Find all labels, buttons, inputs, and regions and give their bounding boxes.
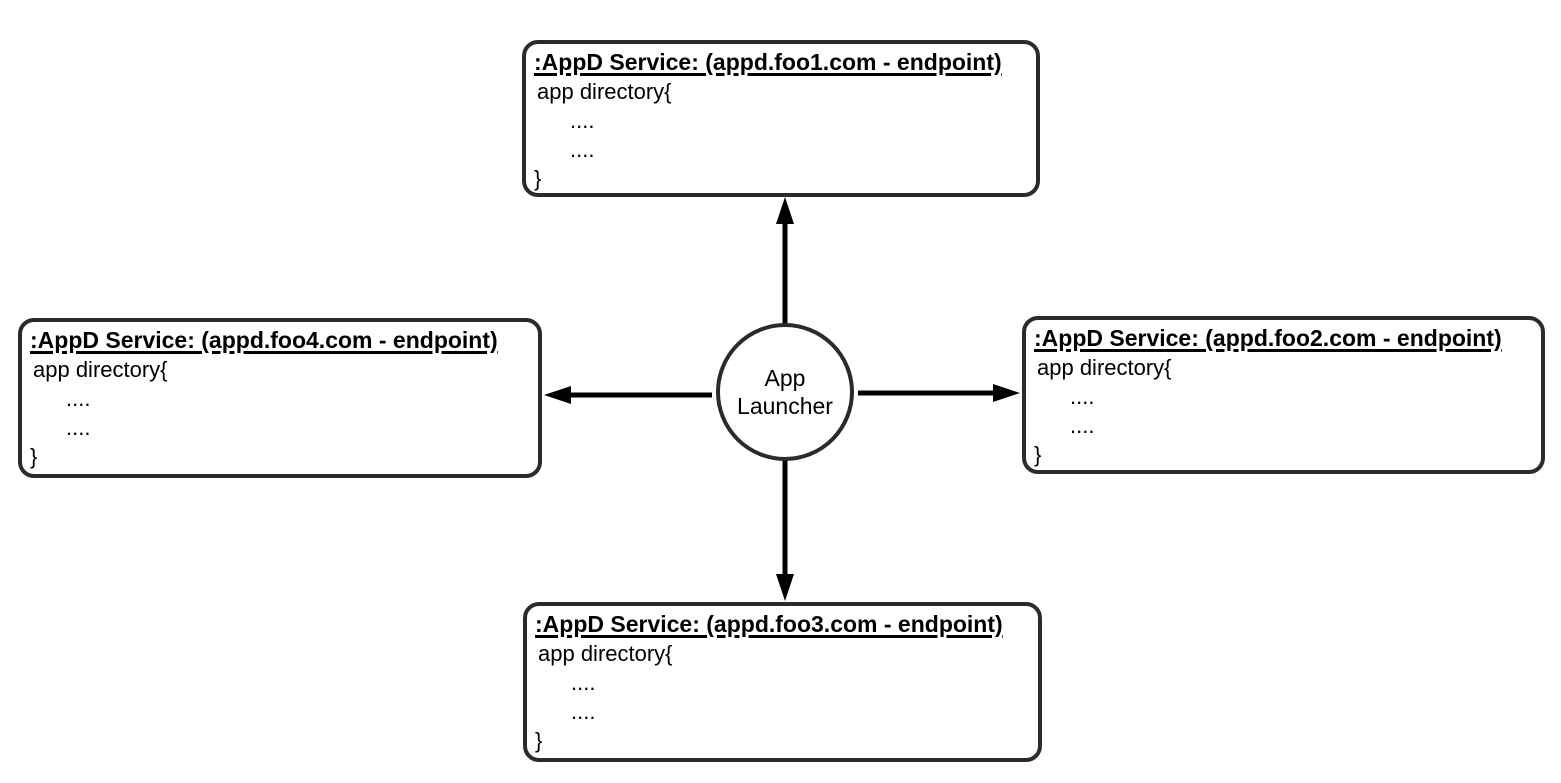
service-body-line: .... [66,415,91,440]
arrow-to-foo1 [776,197,794,330]
service-node-foo1: :AppD Service: (appd.foo1.com - endpoint… [522,40,1040,197]
service-body-line: .... [66,386,91,411]
service-body-line: } [1034,442,1042,467]
launcher-label-line2: Launcher [737,393,833,419]
service-node-foo4: :AppD Service: (appd.foo4.com - endpoint… [18,318,542,478]
app-launcher-node: App Launcher [716,323,854,461]
service-body-line: } [30,444,38,469]
launcher-label-line1: App [764,365,806,391]
service-body-line: .... [1070,413,1095,438]
service-node-foo2: :AppD Service: (appd.foo2.com - endpoint… [1022,316,1545,474]
service-node-foo3: :AppD Service: (appd.foo3.com - endpoint… [523,602,1042,762]
arrow-to-foo3 [776,456,794,601]
service-body-line: app directory{ [33,357,168,382]
service-body-line: .... [570,108,595,133]
service-body-line: .... [571,670,596,695]
service-body-line: .... [1070,384,1095,409]
service-body-line: .... [571,699,596,724]
arrow-to-foo4 [544,386,712,404]
service-title: :AppD Service: (appd.foo3.com - endpoint… [535,611,1003,637]
service-body-line: .... [570,137,595,162]
service-title: :AppD Service: (appd.foo1.com - endpoint… [534,49,1002,75]
arrow-to-foo2 [858,384,1020,402]
service-body-line: app directory{ [1037,355,1172,380]
service-body-line: } [535,728,543,753]
service-body-line: app directory{ [538,641,673,666]
service-title: :AppD Service: (appd.foo2.com - endpoint… [1034,325,1502,351]
service-title: :AppD Service: (appd.foo4.com - endpoint… [30,327,498,353]
service-body-line: app directory{ [537,79,672,104]
service-body-line: } [534,166,542,191]
